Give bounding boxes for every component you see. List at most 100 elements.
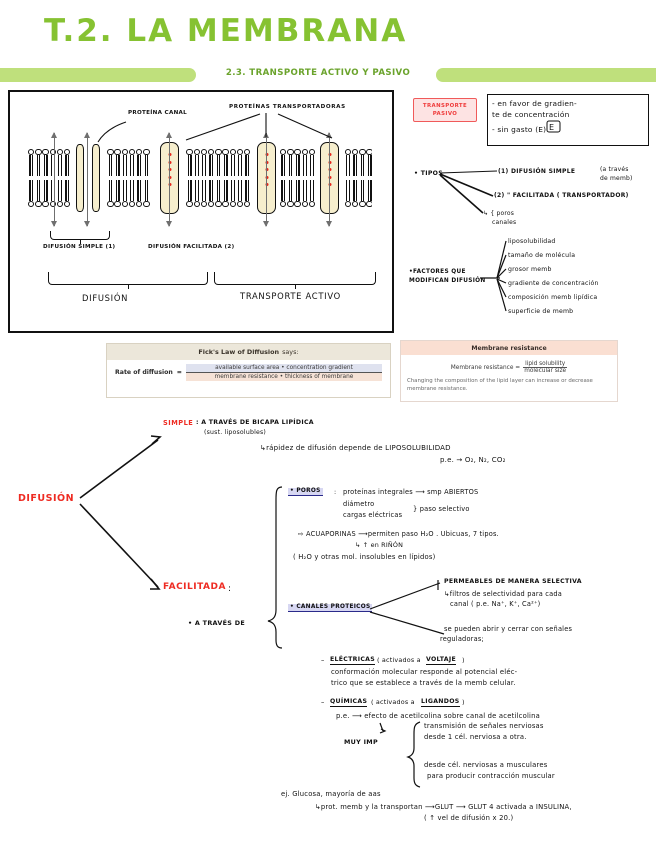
phospholipid (244, 149, 251, 178)
factores-label: •FACTORES QUE MODIFICAN DIFUSIÓN (409, 269, 486, 284)
phospholipid (287, 178, 294, 207)
ficks-law-figure: Fick's Law of Diffusion says: Rate of di… (106, 343, 391, 398)
phospholipid (344, 178, 352, 207)
phospholipid (42, 178, 49, 207)
phospholipid (114, 178, 121, 207)
ficks-law-header: Fick's Law of Diffusion says: (107, 344, 390, 360)
phospholipid (280, 178, 287, 207)
phospholipid (344, 149, 352, 178)
ficks-law-equals: = (176, 369, 182, 376)
map-quimicas-dash: – (321, 698, 325, 706)
ficks-law-lhs: Rate of diffusion (115, 369, 173, 376)
map-poros-line2: diámetro (343, 500, 375, 508)
phospholipid (366, 178, 372, 207)
map-canales-tag: • CANALES PROTEICOS (288, 604, 373, 612)
map-canales-b2-l2: reguladoras; (440, 635, 484, 643)
passive-transport-note-box (487, 94, 649, 146)
tipo-2: (2) " FACILITADA ( transportador) (494, 192, 629, 199)
banner-bar-left (0, 68, 196, 82)
phospholipid (114, 149, 121, 178)
brace-simple-diffusion (50, 231, 110, 244)
tipo-1-paren-a: (a través (600, 166, 629, 173)
brace-diffusion (48, 272, 208, 289)
phospholipid (193, 178, 201, 207)
passive-bullet-1: - en favor de gradien- (492, 99, 577, 108)
passive-transport-badge: Transporte pasivo (413, 98, 477, 122)
phospholipid (200, 178, 208, 207)
phospholipid (301, 178, 309, 207)
map-quimicas-b1-l1: transmisión de señales nerviosas (424, 722, 544, 730)
map-electricas-l3: trico que se establece a través de la me… (331, 679, 516, 687)
tipos-label: • TIPOS (414, 170, 443, 177)
phospholipid (200, 149, 208, 178)
ficks-law-title: Fick's Law of Diffusion (198, 348, 280, 356)
map-electricas-l2: conformación molecular responde al poten… (331, 668, 518, 676)
factor-6: superficie de memb (508, 308, 574, 315)
map-acuaporinas: ⇨ ACUAPORINAS ⟶permiten paso H₂O . Ubicu… (298, 530, 499, 538)
phospholipid (128, 178, 136, 207)
phospholipid (352, 149, 359, 178)
membrane-diagram: proteína canal proteínas transportadoras… (8, 90, 394, 333)
phospholipid-bilayer (28, 149, 372, 207)
phospholipid (121, 178, 129, 207)
map-quimicas-b1-l2: desde 1 cél. nerviosa a otra. (424, 733, 527, 741)
map-quimicas-l2: p.e. ⟶ efecto de acetilcolina sobre cana… (336, 712, 540, 720)
phospholipid (136, 149, 143, 178)
phospholipid (186, 149, 193, 178)
phospholipid (222, 149, 229, 178)
membrane-resistance-footnote: Changing the composition of the lipid la… (407, 378, 593, 392)
transport-arrow-2 (84, 132, 90, 227)
label-active-transport: Transporte Activo (240, 291, 341, 301)
map-root-difusion: Difusión (18, 493, 75, 504)
tipo-1-paren-b: de memb) (600, 175, 633, 182)
phospholipid (143, 149, 150, 178)
section-banner: 2.3. Transporte Activo y Pasivo (0, 66, 656, 85)
map-simple-label: simple (163, 419, 194, 427)
label-simple-diffusion: difusión simple (1) (43, 244, 116, 250)
transport-arrow-5 (326, 132, 332, 227)
ficks-law-denominator: membrane resistance • thickness of membr… (185, 373, 382, 381)
map-simple-sub: (sust. liposolubles) (204, 429, 267, 436)
phospholipid (35, 178, 42, 207)
phospholipid (308, 178, 316, 207)
phospholipid (64, 178, 71, 207)
transport-arrow-3 (166, 132, 172, 227)
phospholipid (107, 178, 114, 207)
map-facilitated-label: facilitada (163, 582, 226, 592)
phospholipid (42, 149, 49, 178)
map-poros-line1: proteínas integrales ⟶ smp ABIERTOS (343, 488, 479, 496)
banner-bar-right (436, 68, 656, 82)
page-title: T.2. LA MEMBRANA (44, 13, 408, 49)
phospholipid (359, 149, 366, 178)
label-channel-protein: proteína canal (128, 110, 188, 116)
phospholipid (136, 178, 143, 207)
map-canales-b1-l2: ↳filtros de selectividad para cada (444, 590, 562, 598)
phospholipid (107, 149, 114, 178)
phospholipid (244, 178, 251, 207)
map-poros-brace-note: } paso selectivo (413, 505, 470, 513)
tipo-1: (1) DIFUSIÓN SIMPLE (498, 168, 576, 175)
map-muy-imp: MUY IMP (344, 738, 378, 746)
channel-protein-right-half (92, 144, 100, 212)
phospholipid (366, 149, 372, 178)
phospholipid (35, 149, 42, 178)
channel-protein-left-half (76, 144, 84, 212)
membrane-resistance-lhs: Membrane resistance = (450, 364, 521, 371)
phospholipid (56, 149, 64, 178)
map-poros-tag: • POROS (288, 488, 323, 496)
membrane-resistance-denominator: molecular size (524, 368, 567, 374)
ficks-law-says: says: (282, 348, 299, 356)
transport-arrow-4 (263, 132, 269, 227)
factor-4: gradiente de concentración (508, 280, 599, 287)
phospholipid (28, 149, 35, 178)
bilayer-lower-leaflet (28, 178, 372, 207)
phospholipid (352, 178, 359, 207)
phospholipid (121, 149, 129, 178)
map-simple-text: : a través de bicapa lipídica (196, 419, 314, 426)
map-simple-arrow: ↳rápidez de difusión depende de LIPOSOLU… (260, 444, 451, 452)
phospholipid (28, 178, 35, 207)
map-electricas-dash: – (321, 656, 325, 664)
map-quimicas-b2-l1: desde cél. nerviosas a musculares (424, 761, 548, 769)
phospholipid (294, 149, 301, 178)
map-acuaporinas-note: ( H₂O y otras mol. insolubles en lípidos… (293, 553, 436, 561)
